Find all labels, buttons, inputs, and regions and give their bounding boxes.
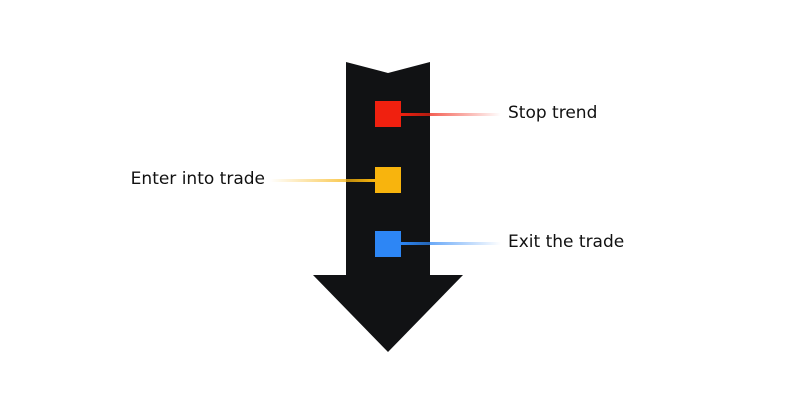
stop-marker bbox=[375, 101, 401, 127]
stop-trend-label: Stop trend bbox=[508, 103, 598, 123]
down-arrow-shape bbox=[313, 62, 463, 352]
enter-trade-label: Enter into trade bbox=[130, 169, 265, 189]
enter-connector-line bbox=[270, 179, 375, 182]
stop-connector-line bbox=[401, 113, 501, 116]
exit-connector-line bbox=[401, 242, 501, 245]
exit-trade-label: Exit the trade bbox=[508, 232, 625, 252]
enter-marker bbox=[375, 167, 401, 193]
exit-marker bbox=[375, 231, 401, 257]
